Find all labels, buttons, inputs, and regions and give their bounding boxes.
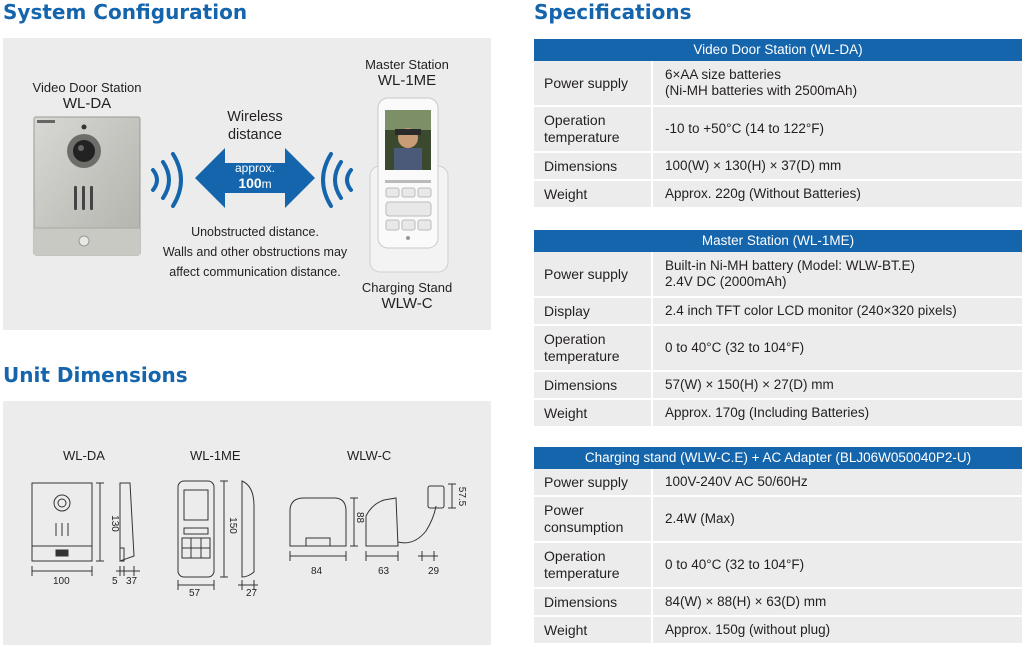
dim-wlwc-adapter-depth: 29 bbox=[428, 566, 440, 577]
master-station-label: Master Station WL-1ME bbox=[352, 57, 462, 89]
spec-key: Dimensions bbox=[534, 372, 653, 398]
spec-header-master-station: Master Station (WL-1ME) bbox=[534, 230, 1022, 252]
spec-row: Weight Approx. 220g (Without Batteries) bbox=[534, 181, 1022, 209]
spec-row: Power supply 6×AA size batteries(Ni-MH b… bbox=[534, 61, 1022, 107]
spec-value: 2.4 inch TFT color LCD monitor (240×320 … bbox=[665, 303, 957, 318]
spec-row: Dimensions 84(W) × 88(H) × 63(D) mm bbox=[534, 589, 1022, 617]
spec-key: Weight bbox=[534, 181, 653, 207]
master-station-image bbox=[369, 97, 449, 273]
door-station-label-text: Video Door Station bbox=[32, 80, 142, 95]
spec-value: -10 to +50°C (14 to 122°F) bbox=[665, 121, 825, 136]
dim-wlda-depth1: 5 bbox=[112, 576, 118, 587]
specifications-title: Specifications bbox=[534, 0, 692, 24]
dim-wl1me-drawing bbox=[177, 480, 258, 590]
distance-approx: approx. bbox=[234, 161, 276, 175]
spec-table-master-station: Master Station (WL-1ME) Power supply Bui… bbox=[534, 230, 1022, 428]
spec-row: Power supply Built-in Ni-MH battery (Mod… bbox=[534, 252, 1022, 298]
spec-row: Power supply 100V-240V AC 50/60Hz bbox=[534, 469, 1022, 497]
spec-key: Power consumption bbox=[534, 497, 653, 541]
spec-value: 100V-240V AC 50/60Hz bbox=[665, 474, 808, 489]
charging-stand-model: WLW-C bbox=[381, 295, 433, 312]
dim-wl1me-width: 57 bbox=[189, 588, 201, 599]
master-station-model: WL-1ME bbox=[377, 72, 437, 89]
door-station-model: WL-DA bbox=[62, 95, 112, 112]
dim-wlwc-width: 84 bbox=[311, 566, 323, 577]
dim-wlda-label: WL-DA bbox=[63, 448, 105, 463]
distance-note-line2: Walls and other obstructions may bbox=[162, 245, 348, 259]
dim-wlwc-label: WLW-C bbox=[347, 448, 392, 463]
dim-wlda-depth2: 37 bbox=[126, 576, 138, 587]
system-config-title: System Configuration bbox=[3, 0, 248, 24]
spec-value: Built-in Ni-MH battery (Model: WLW-BT.E)… bbox=[665, 258, 916, 289]
wireless-label-line1: Wireless bbox=[227, 109, 283, 125]
spec-value: 100(W) × 130(H) × 37(D) mm bbox=[665, 158, 842, 173]
dim-wl1me-label: WL-1ME bbox=[190, 448, 241, 463]
spec-key: Operation temperature bbox=[534, 543, 653, 587]
distance-note-line1: Unobstructed distance. bbox=[191, 225, 319, 239]
spec-value: 84(W) × 88(H) × 63(D) mm bbox=[665, 594, 827, 609]
spec-row: Display 2.4 inch TFT color LCD monitor (… bbox=[534, 298, 1022, 326]
spec-key: Operation temperature bbox=[534, 326, 653, 370]
spec-header-door-station: Video Door Station (WL-DA) bbox=[534, 39, 1022, 61]
dim-wlwc-depth: 63 bbox=[378, 566, 390, 577]
door-station-image bbox=[33, 116, 141, 256]
dim-wlwc-drawing bbox=[289, 483, 456, 561]
dim-wlda-drawing bbox=[31, 482, 140, 576]
dim-wlda-width: 100 bbox=[53, 576, 70, 587]
charging-stand-label: Charging Stand WLW-C bbox=[352, 280, 462, 312]
unit-dimensions-title: Unit Dimensions bbox=[3, 363, 188, 387]
distance-value: approx. 100m bbox=[225, 161, 285, 192]
master-station-label-text: Master Station bbox=[365, 57, 449, 72]
dim-wl1me-depth: 27 bbox=[246, 588, 258, 599]
spec-value: 0 to 40°C (32 to 104°F) bbox=[665, 557, 805, 572]
unit-dimensions-panel bbox=[3, 401, 491, 645]
spec-key: Dimensions bbox=[534, 153, 653, 179]
wireless-label-line2: distance bbox=[227, 127, 282, 143]
spec-table-charging-stand: Charging stand (WLW-C.E) + AC Adapter (B… bbox=[534, 447, 1022, 645]
wireless-label: Wireless distance bbox=[200, 108, 310, 144]
spec-row: Weight Approx. 170g (Including Batteries… bbox=[534, 400, 1022, 428]
charging-stand-label-text: Charging Stand bbox=[361, 280, 453, 295]
spec-header-charging-stand: Charging stand (WLW-C.E) + AC Adapter (B… bbox=[534, 447, 1022, 469]
wireless-signal-left-icon bbox=[151, 152, 183, 208]
spec-row: Weight Approx. 150g (without plug) bbox=[534, 617, 1022, 645]
spec-key: Weight bbox=[534, 617, 653, 643]
distance-number: 100m bbox=[238, 175, 272, 192]
dim-wlda-height: 130 bbox=[108, 515, 120, 532]
spec-value: Approx. 220g (Without Batteries) bbox=[665, 186, 861, 201]
spec-key: Power supply bbox=[534, 61, 653, 105]
distance-note: Unobstructed distance. Walls and other o… bbox=[150, 222, 360, 282]
spec-row: Power consumption 2.4W (Max) bbox=[534, 497, 1022, 543]
spec-key: Operation temperature bbox=[534, 107, 653, 151]
spec-key: Dimensions bbox=[534, 589, 653, 615]
spec-key: Power supply bbox=[534, 252, 653, 296]
spec-value: 57(W) × 150(H) × 27(D) mm bbox=[665, 377, 834, 392]
spec-value: 6×AA size batteries(Ni-MH batteries with… bbox=[665, 67, 858, 98]
spec-row: Dimensions 100(W) × 130(H) × 37(D) mm bbox=[534, 153, 1022, 181]
spec-key: Weight bbox=[534, 400, 653, 426]
distance-note-line3: affect communication distance. bbox=[169, 265, 341, 279]
distance-double-arrow-icon bbox=[195, 148, 315, 208]
spec-table-door-station: Video Door Station (WL-DA) Power supply … bbox=[534, 39, 1022, 209]
spec-key: Power supply bbox=[534, 469, 653, 495]
spec-row: Dimensions 57(W) × 150(H) × 27(D) mm bbox=[534, 372, 1022, 400]
spec-row: Operation temperature -10 to +50°C (14 t… bbox=[534, 107, 1022, 153]
spec-value: 2.4W (Max) bbox=[665, 511, 735, 526]
wireless-signal-right-icon bbox=[321, 152, 353, 208]
dim-wlwc-height: 88 bbox=[354, 511, 366, 524]
dim-wl1me-height: 150 bbox=[226, 517, 238, 534]
spec-value: 0 to 40°C (32 to 104°F) bbox=[665, 340, 805, 355]
spec-value: Approx. 150g (without plug) bbox=[665, 622, 831, 637]
spec-row: Operation temperature 0 to 40°C (32 to 1… bbox=[534, 543, 1022, 589]
spec-key: Display bbox=[534, 298, 653, 324]
door-station-label: Video Door Station WL-DA bbox=[28, 80, 146, 112]
dim-wlwc-adapter-height: 57.5 bbox=[456, 486, 468, 507]
spec-row: Operation temperature 0 to 40°C (32 to 1… bbox=[534, 326, 1022, 372]
spec-value: Approx. 170g (Including Batteries) bbox=[665, 405, 870, 420]
